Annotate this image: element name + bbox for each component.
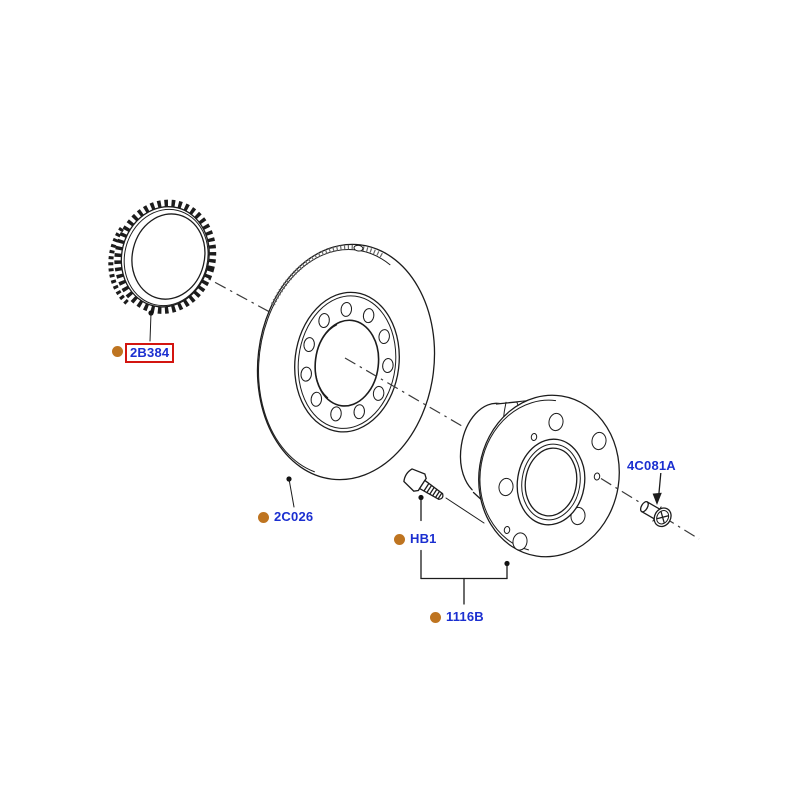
centerline-disc-to-hub [344, 357, 463, 427]
leader-line-2b384 [149, 312, 152, 342]
part-number-link[interactable]: 2C026 [274, 509, 314, 524]
disc-rim-slot [353, 244, 364, 252]
wheel-stud-bolt-drawing [403, 468, 444, 500]
leader-dot-stud [418, 494, 424, 501]
part-number-link[interactable]: HB1 [410, 531, 437, 546]
part-bullet-icon [258, 511, 269, 523]
disc-bolt-holes [300, 301, 394, 422]
part-bullet-icon [430, 611, 441, 623]
hub-center-bore [516, 438, 586, 526]
centerline-ring-to-disc [171, 258, 291, 324]
part-label-4C081A: 4C081A [627, 458, 676, 473]
part-label-2B384: 2B384 [112, 343, 175, 363]
arrow-4c081a [652, 470, 662, 505]
leader-line-2c026 [288, 478, 295, 508]
leader-dot-hub [504, 560, 510, 567]
part-number-link-highlighted[interactable]: 2B384 [125, 343, 175, 363]
part-label-2C026: 2C026 [258, 509, 314, 524]
stud-to-hub-line [445, 497, 485, 524]
part-label-HB1: HB1 [394, 531, 437, 546]
part-bullet-icon [112, 345, 123, 357]
abs-reluctor-ring-drawing [108, 199, 217, 314]
brake-disc-drawing [256, 243, 436, 481]
wheel-hub-drawing [459, 394, 620, 558]
hub-stud-holes [498, 412, 607, 551]
part-number-link[interactable]: 4C081A [627, 458, 676, 473]
hub-mount-bolt-drawing [639, 501, 672, 528]
callout-bracket [420, 498, 508, 605]
part-label-1116B: 1116B [430, 609, 484, 624]
part-bullet-icon [394, 533, 405, 545]
part-number-link[interactable]: 1116B [446, 609, 484, 624]
